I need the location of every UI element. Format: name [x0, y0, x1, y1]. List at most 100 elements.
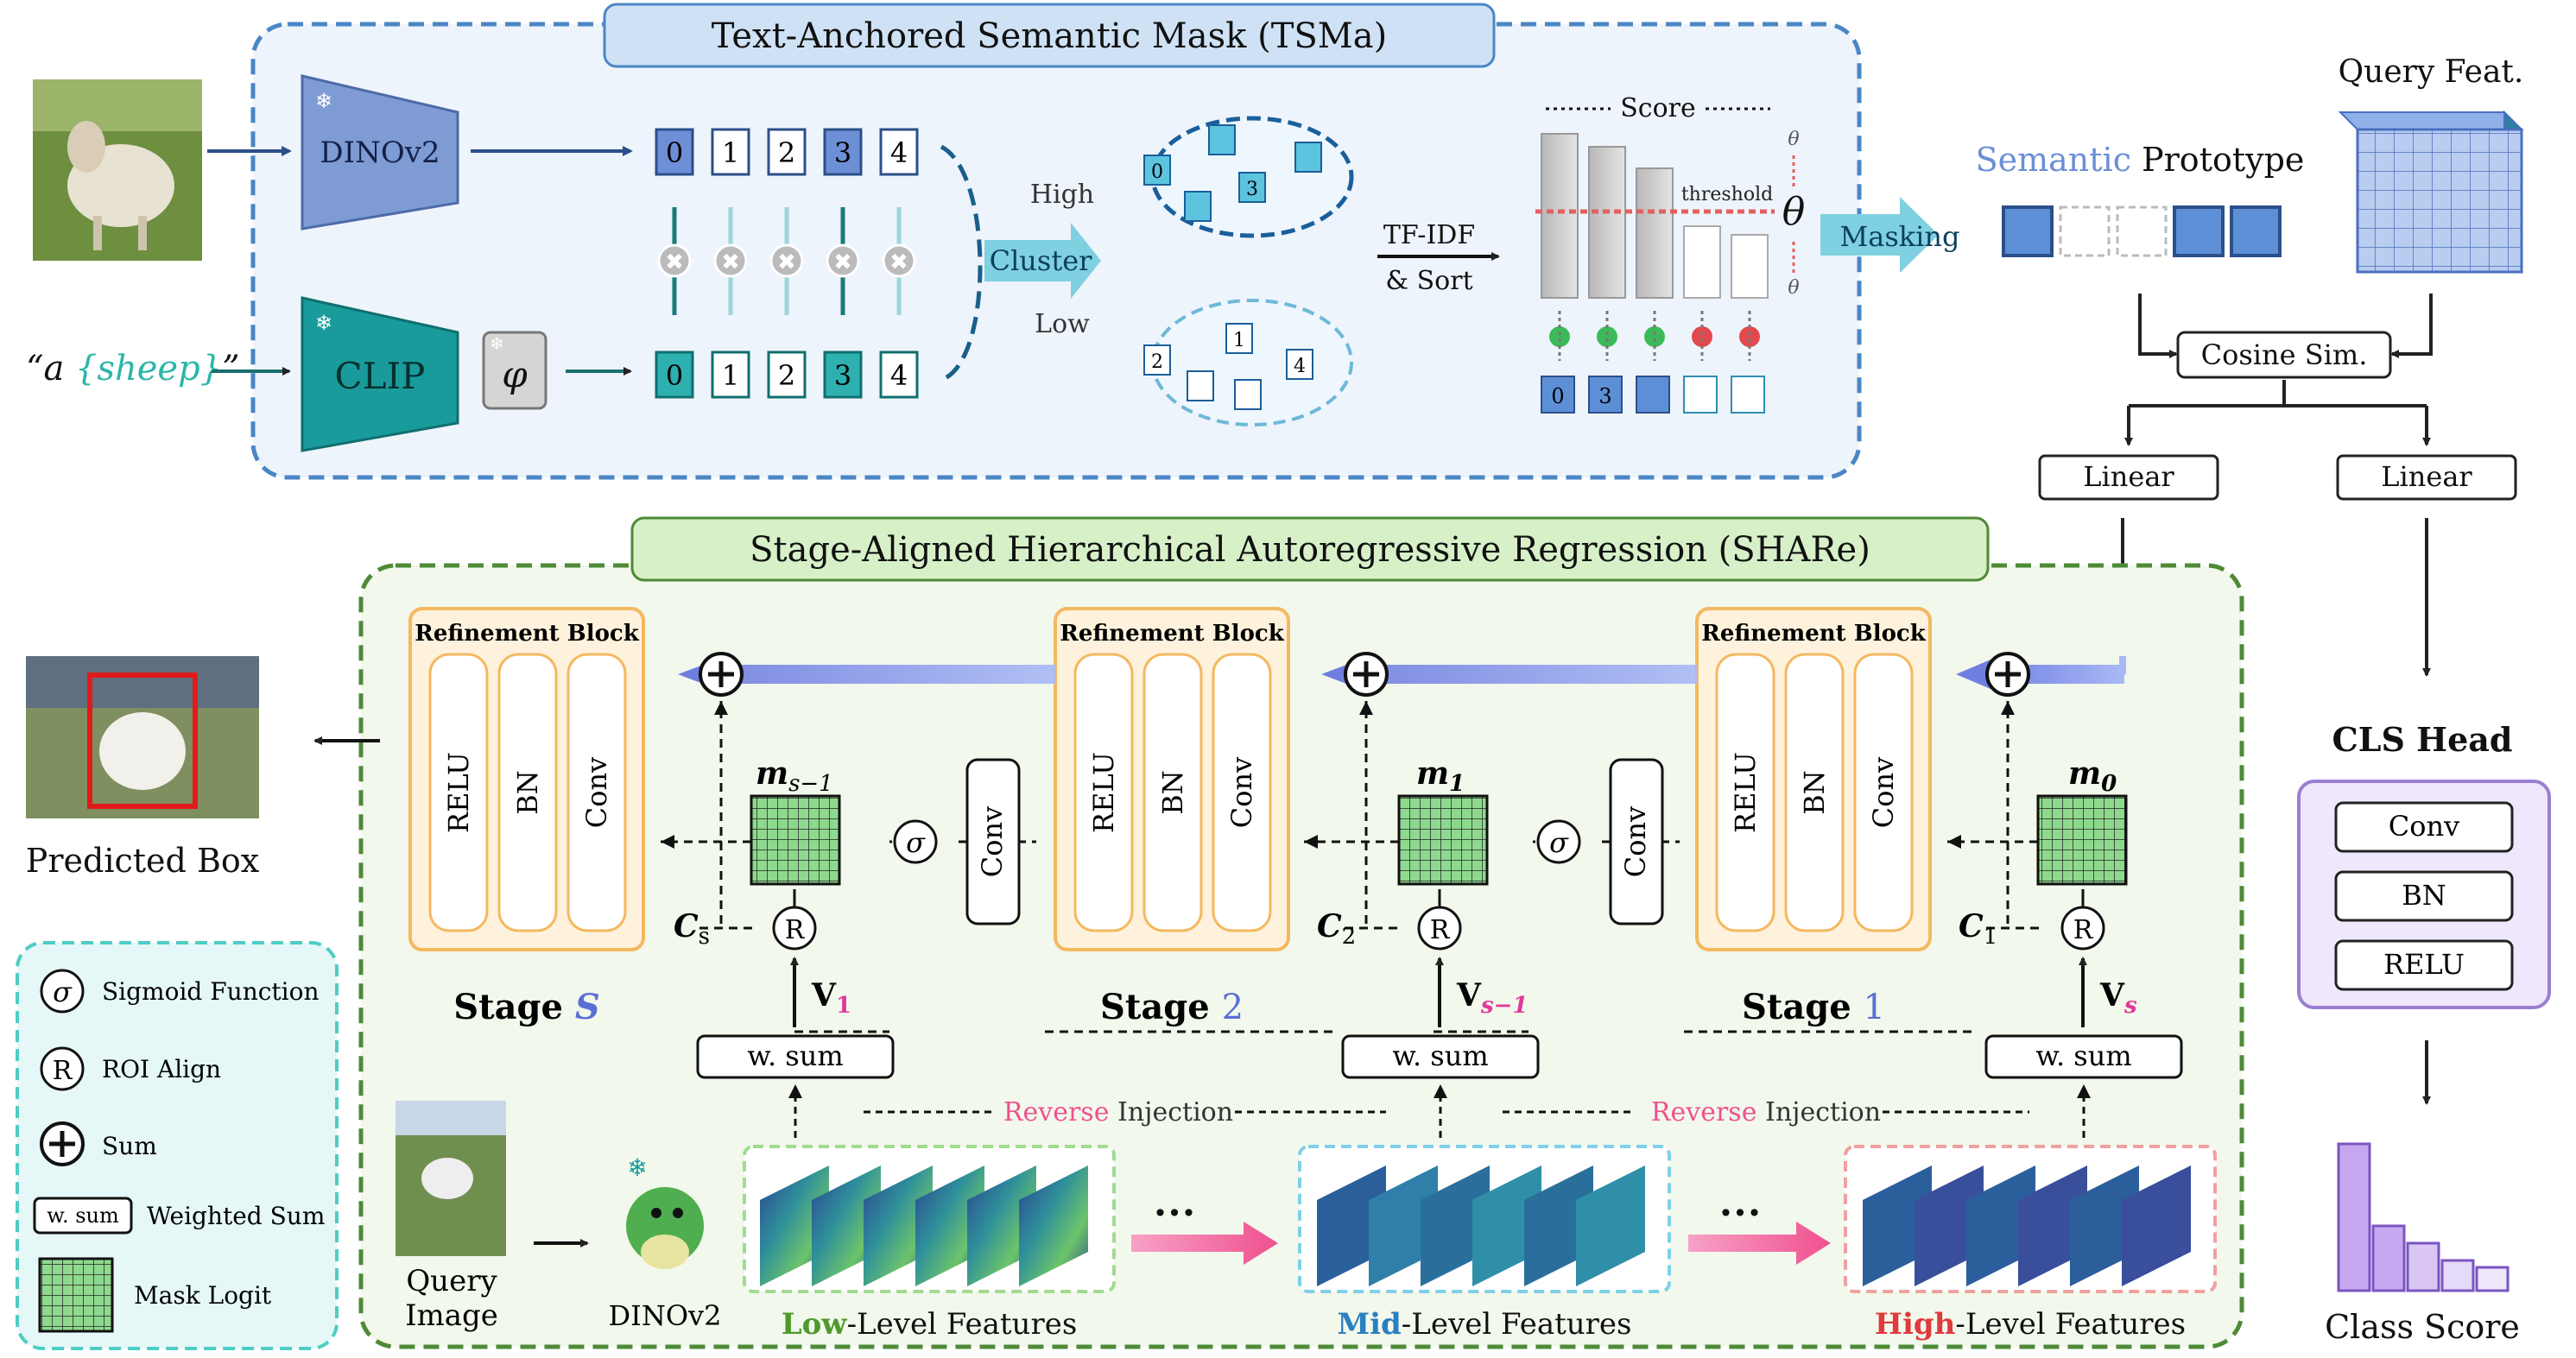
m-label-stage-s: ms−1	[756, 755, 833, 797]
pink-arrow-2	[1688, 1222, 1831, 1265]
similarity-multiplications: ✖ ✖ ✖ ✖ ✖	[657, 207, 916, 315]
svg-text:Conv: Conv	[580, 757, 613, 828]
svg-text:Query: Query	[406, 1264, 497, 1298]
query-image	[396, 1101, 506, 1256]
query-feature: Query Feat.	[2338, 54, 2524, 275]
svg-text:R: R	[2073, 915, 2094, 945]
low-label: Low	[1035, 309, 1090, 339]
v-label-stage-2: Vs−1	[1456, 977, 1528, 1019]
refinement-block-stage-2: Refinement Block RELU BN Conv	[1054, 607, 1290, 951]
mask-logit-legend-icon	[38, 1257, 114, 1333]
m-label-stage-2: m1	[1416, 755, 1465, 797]
check-icon	[1549, 326, 1570, 347]
svg-text:BN: BN	[511, 770, 544, 815]
legend: σ Sigmoid Function R ROI Align Sum w. su…	[16, 941, 339, 1350]
svg-text:Sigmoid Function: Sigmoid Function	[102, 977, 320, 1006]
selection-icons: 0 3	[1541, 311, 1765, 414]
stage-s-label: Stage S	[453, 987, 600, 1027]
svg-text:Refinement Block: Refinement Block	[415, 621, 640, 647]
cosine-sim-box	[2176, 331, 2392, 379]
svg-text:σ: σ	[906, 826, 926, 859]
svg-text:Refinement Block: Refinement Block	[1701, 621, 1927, 647]
svg-text:0: 0	[1551, 384, 1564, 408]
svg-text:Refinement Block: Refinement Block	[1060, 621, 1285, 647]
wsum-box	[1984, 1034, 2183, 1079]
c-label-stage-2: C2	[1317, 908, 1356, 950]
feature-maps	[760, 1165, 2191, 1286]
cosine-sim-label: Cosine Sim.	[2201, 338, 2368, 371]
multiply-icon	[769, 243, 804, 278]
svg-text:DINOv2: DINOv2	[609, 1299, 722, 1332]
conv-box	[965, 758, 1021, 925]
svg-text:2: 2	[778, 359, 795, 392]
multiply-icon	[826, 243, 860, 278]
sum-icon-stage-s	[699, 652, 744, 697]
svg-text:σ: σ	[1549, 826, 1569, 859]
dinov2-dino-icon: ❄	[626, 1153, 704, 1269]
share-panel: Stage-Aligned Hierarchical Autoregressiv…	[358, 516, 2244, 1349]
wsum-legend-icon	[33, 1197, 133, 1235]
stage-1-label: Stage 1	[1742, 987, 1885, 1027]
svg-text:RELU: RELU	[442, 752, 475, 833]
high-label: High	[1030, 180, 1094, 210]
m-label-stage-1: m0	[2068, 755, 2117, 797]
prototype-label: Semantic Prototype	[1976, 141, 2305, 179]
dinov2-label: DINOv2	[320, 136, 440, 170]
sigmoid-icon: σ	[1536, 819, 1581, 864]
embedding-flow-arrows	[678, 656, 2126, 689]
svg-text:Weighted Sum: Weighted Sum	[147, 1202, 325, 1230]
multiply-icon	[882, 243, 916, 278]
svg-text:Conv: Conv	[1867, 757, 1900, 828]
svg-text:4: 4	[890, 136, 908, 169]
svg-text:✖: ✖	[777, 249, 796, 275]
masking-arrow	[1820, 197, 1939, 273]
svg-text:RELU: RELU	[1729, 752, 1762, 833]
svg-text:✖: ✖	[721, 249, 740, 275]
v-label-stage-1: Vs	[2099, 977, 2137, 1019]
svg-text:3: 3	[1246, 179, 1258, 200]
multiply-icon	[713, 243, 748, 278]
snowflake-icon: ❄	[490, 333, 504, 354]
svg-text:w. sum: w. sum	[2035, 1039, 2131, 1072]
cross-icon	[1739, 326, 1760, 347]
check-icon	[1644, 326, 1665, 347]
svg-text:Conv: Conv	[2389, 810, 2459, 843]
wsum-box	[696, 1034, 895, 1079]
svg-text:BN: BN	[1156, 770, 1189, 815]
svg-text:w. sum: w. sum	[1392, 1039, 1488, 1072]
roi-legend-icon	[40, 1046, 85, 1091]
svg-text:Conv: Conv	[1225, 757, 1258, 828]
svg-text:❄: ❄	[627, 1153, 647, 1182]
dots-1: •••	[1153, 1199, 1196, 1228]
check-icon	[1597, 326, 1617, 347]
roi-align-icon: R	[2060, 906, 2105, 951]
sort-label: & Sort	[1385, 266, 1472, 296]
sigmoid-icon: σ	[893, 819, 938, 864]
svg-text:R: R	[1430, 915, 1451, 945]
svg-text:θ: θ	[1788, 129, 1799, 150]
wsum-box	[1341, 1034, 1540, 1079]
svg-text:3: 3	[1598, 384, 1611, 408]
score-bars	[1541, 133, 1769, 299]
svg-text:4: 4	[1294, 356, 1306, 377]
refinement-block-stage-1: Refinement Block RELU BN Conv	[1695, 607, 1932, 951]
threshold-label: threshold	[1681, 184, 1773, 205]
class-score-bars	[2337, 1142, 2510, 1292]
svg-text:✖: ✖	[833, 249, 852, 275]
clip-label: CLIP	[335, 355, 426, 397]
stage-2-label: Stage 2	[1100, 987, 1244, 1027]
svg-text:✖: ✖	[889, 249, 908, 275]
svg-text:BN: BN	[2402, 879, 2446, 912]
linear-right-box	[2336, 454, 2517, 501]
svg-text:R: R	[53, 1056, 73, 1086]
c-label-stage-s: Cs	[674, 908, 710, 950]
cross-icon	[1692, 326, 1712, 347]
svg-text:σ: σ	[53, 976, 73, 1008]
v-label-stage-s: V1	[811, 977, 851, 1019]
svg-text:✖: ✖	[665, 249, 684, 275]
cls-head-title: CLS Head	[2332, 720, 2513, 759]
input-sheep-image	[33, 79, 202, 261]
mask-logit-stage-s	[750, 794, 841, 886]
high-level-label: High-Level Features	[1875, 1307, 2186, 1342]
